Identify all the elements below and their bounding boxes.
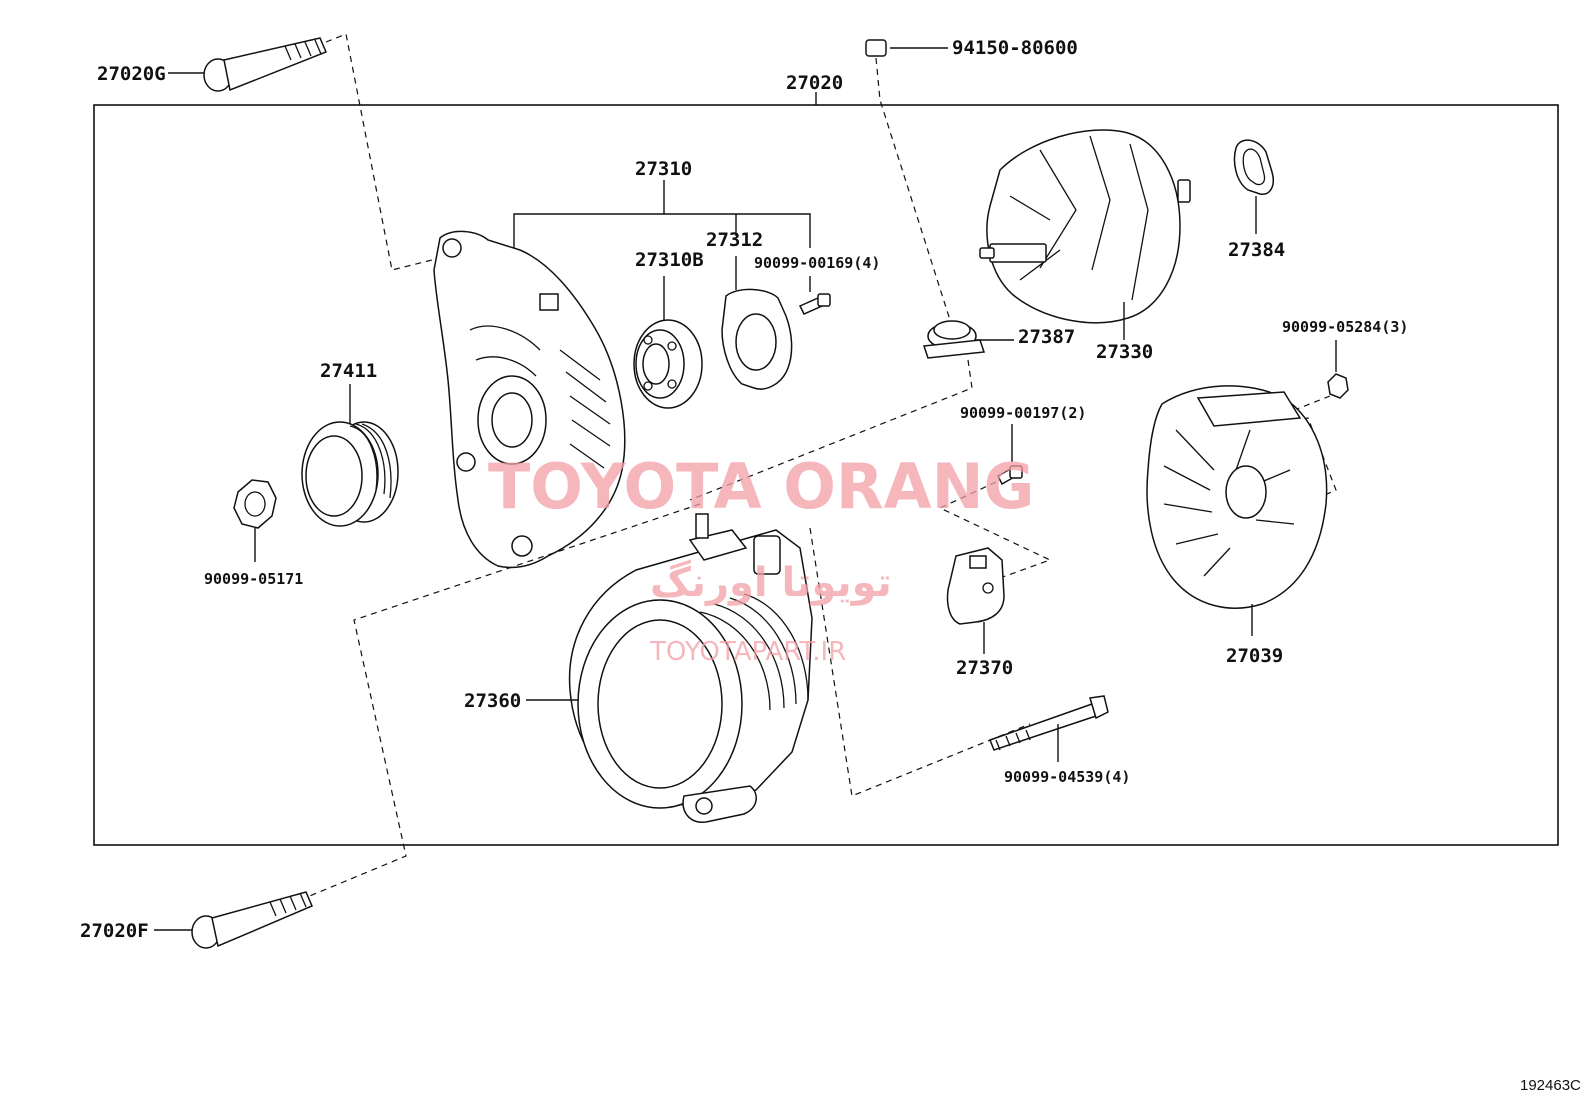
- watermark-site: TOYOTAPART.IR: [649, 637, 846, 667]
- watermark-persian: تویوتا اورنگ: [650, 559, 892, 606]
- nut-90099-05171[interactable]: [233, 479, 277, 562]
- label-27020g[interactable]: 27020G: [97, 63, 166, 85]
- nut-94150-80600[interactable]: [865, 39, 951, 321]
- label-90099-00169[interactable]: 90099-00169(4): [754, 254, 880, 272]
- label-27020f[interactable]: 27020F: [80, 920, 149, 942]
- screw-90099-00169[interactable]: [798, 276, 831, 315]
- label-27370[interactable]: 27370: [956, 657, 1013, 679]
- stator-27360[interactable]: [299, 503, 1031, 901]
- label-27384[interactable]: 27384: [1228, 239, 1285, 261]
- pulley-27411[interactable]: [301, 384, 399, 527]
- rotor-27330[interactable]: [979, 129, 1191, 340]
- watermark-brand: TOYOTA ORANG: [488, 450, 1034, 523]
- label-27330[interactable]: 27330: [1096, 341, 1153, 363]
- label-90099-05171[interactable]: 90099-05171: [204, 570, 303, 588]
- label-27310[interactable]: 27310: [635, 158, 692, 180]
- label-27411[interactable]: 27411: [320, 360, 377, 382]
- label-90099-00197[interactable]: 90099-00197(2): [960, 404, 1086, 422]
- label-27312[interactable]: 27312: [706, 229, 763, 251]
- bolt-90099-04539[interactable]: [989, 695, 1109, 762]
- bolt-27020f[interactable]: [154, 891, 313, 949]
- label-27020[interactable]: 27020: [786, 72, 843, 94]
- assembly-frame: [93, 104, 1559, 846]
- label-27310b[interactable]: 27310B: [635, 249, 704, 271]
- label-90099-05284[interactable]: 90099-05284(3): [1282, 318, 1408, 336]
- screw-90099-00197[interactable]: [938, 424, 1052, 579]
- retainer-plate-27312[interactable]: [721, 256, 793, 390]
- label-94150-80600[interactable]: 94150-80600: [952, 37, 1078, 59]
- drive-end-frame-27310[interactable]: [433, 230, 626, 569]
- rear-cover-27039[interactable]: [1146, 385, 1328, 636]
- diagram-id: 192463C: [1520, 1077, 1581, 1094]
- brush-holder-27370[interactable]: [946, 547, 1005, 654]
- label-90099-04539[interactable]: 90099-04539(4): [1004, 768, 1130, 786]
- bearing-27310b[interactable]: [633, 276, 703, 409]
- label-27360[interactable]: 27360: [464, 690, 521, 712]
- seal-27384[interactable]: [1233, 139, 1274, 234]
- label-27039[interactable]: 27039: [1226, 645, 1283, 667]
- label-27387[interactable]: 27387: [1018, 326, 1075, 348]
- bolt-27020g[interactable]: [168, 33, 441, 271]
- bearing-cover-27387[interactable]: [689, 320, 1014, 501]
